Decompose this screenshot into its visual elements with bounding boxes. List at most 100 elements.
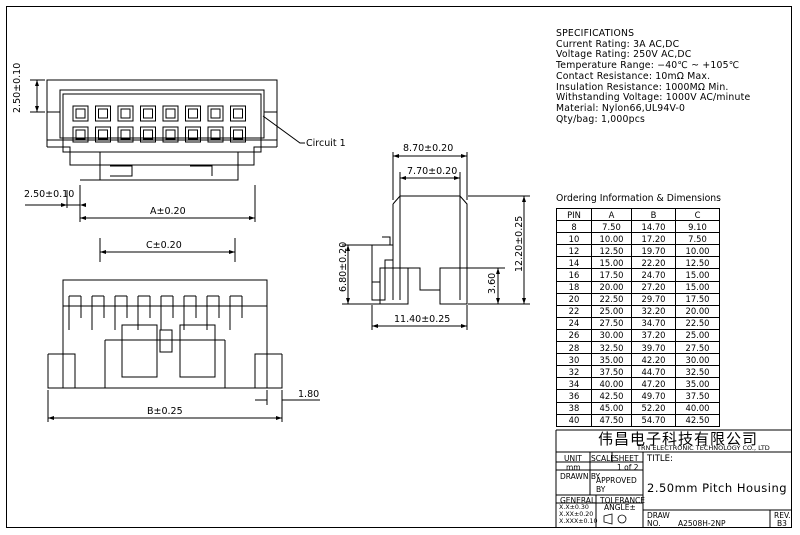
pin-cavity: [230, 105, 246, 122]
table-cell: 25.00: [675, 328, 720, 343]
angle-label: ANGLE±: [604, 503, 636, 512]
pin-cavity: [72, 126, 89, 143]
table-cell: 8: [556, 220, 592, 234]
table-cell: 37.20: [631, 328, 676, 343]
table-cell: 28: [556, 341, 592, 355]
table-cell: 40.00: [591, 377, 632, 391]
table-cell: 47.20: [631, 377, 676, 391]
table-cell: 9.10: [675, 220, 720, 234]
pin-cavity: [140, 105, 156, 122]
table-cell: 42.50: [591, 389, 632, 403]
pin-cavity: [95, 105, 111, 122]
table-cell: 30: [556, 353, 592, 367]
tolerance-label: TOLERANCE: [600, 496, 646, 505]
table-cell: 20.00: [675, 304, 720, 318]
side-view: [371, 195, 468, 305]
pin-contact: [98, 129, 108, 140]
unit-label: UNIT: [564, 454, 582, 463]
ordering-title: Ordering Information & Dimensions: [556, 193, 721, 204]
pin-contact: [120, 108, 131, 119]
pin-contact: [75, 129, 86, 140]
dim-8-70: 8.70±0.20: [403, 143, 454, 154]
table-cell: 39.70: [631, 341, 676, 355]
column-header: A: [591, 207, 632, 222]
table-cell: 17.20: [631, 232, 676, 246]
table-cell: 40: [556, 413, 592, 427]
approved-by-label: APPROVED BY: [596, 476, 637, 494]
table-cell: 10.00: [675, 244, 720, 258]
dim-a: A±0.20: [150, 206, 186, 217]
table-cell: 22.50: [675, 316, 720, 330]
sheet-label: SHEET: [614, 454, 639, 463]
general-label: GENERAL: [560, 496, 596, 505]
tolerance-line: X.X±0.30: [559, 504, 589, 511]
pin-cavity: [162, 126, 179, 143]
table-cell: 26: [556, 328, 592, 343]
table-cell: 37.50: [675, 389, 720, 403]
latch-slot: [206, 295, 220, 330]
spec-line: Current Rating: 3A AC,DC: [556, 38, 680, 50]
drawn-by-label: DRAWN BY: [560, 472, 601, 481]
pin-contact: [75, 108, 86, 119]
pin-cavity: [72, 105, 89, 122]
latch-slot: [137, 295, 151, 330]
pin-contact: [210, 108, 221, 119]
table-cell: 25.00: [591, 304, 632, 318]
table-cell: 44.70: [631, 365, 676, 379]
scale-label: SCALE: [591, 454, 616, 463]
table-cell: 10: [556, 232, 592, 246]
column-header: C: [675, 207, 720, 222]
table-cell: 27.50: [591, 316, 632, 330]
table-cell: 32.50: [591, 341, 632, 355]
table-cell: 35.00: [675, 377, 720, 391]
column-header: B: [631, 207, 676, 222]
pin-contact: [143, 108, 153, 119]
title-block: [555, 429, 792, 528]
dim-2-50-horizontal: 2.50±0.10: [24, 189, 75, 200]
latch-slot: [91, 295, 105, 330]
table-cell: 30.00: [591, 328, 632, 343]
table-cell: 40.00: [675, 401, 720, 415]
dim-11-40: 11.40±0.25: [394, 314, 451, 325]
pin-contact: [210, 129, 221, 140]
spec-line: Material: Nylon66,UL94V-0: [556, 102, 686, 114]
unit-value: mm: [566, 463, 581, 472]
dim-7-70: 7.70±0.20: [407, 166, 458, 177]
pin-cavity: [230, 126, 246, 143]
pin-cavity: [95, 126, 111, 143]
table-cell: 22.20: [631, 256, 676, 270]
table-cell: 36: [556, 389, 592, 403]
pin-contact: [165, 129, 176, 140]
pin-contact: [188, 129, 198, 140]
latch-slot: [114, 295, 128, 330]
front-view: [47, 279, 283, 389]
table-cell: 24: [556, 316, 592, 330]
pin-cavity: [117, 126, 134, 143]
spec-line: Qty/bag: 1,000pcs: [556, 113, 646, 125]
table-cell: 52.20: [631, 401, 676, 415]
spec-title: SPECIFICATIONS: [556, 28, 635, 39]
table-cell: 15.00: [675, 280, 720, 294]
pin-contact: [120, 129, 131, 140]
table-cell: 22: [556, 304, 592, 318]
pin-cavity: [185, 126, 201, 143]
company-name-en: TRN ELECTRONIC TECHNOLOGY CO., LTD: [637, 444, 770, 452]
table-cell: 32.50: [675, 365, 720, 379]
pin-contact: [165, 108, 176, 119]
table-cell: 17.50: [591, 268, 632, 282]
table-cell: 12: [556, 244, 592, 258]
dim-b: B±0.25: [147, 406, 183, 417]
